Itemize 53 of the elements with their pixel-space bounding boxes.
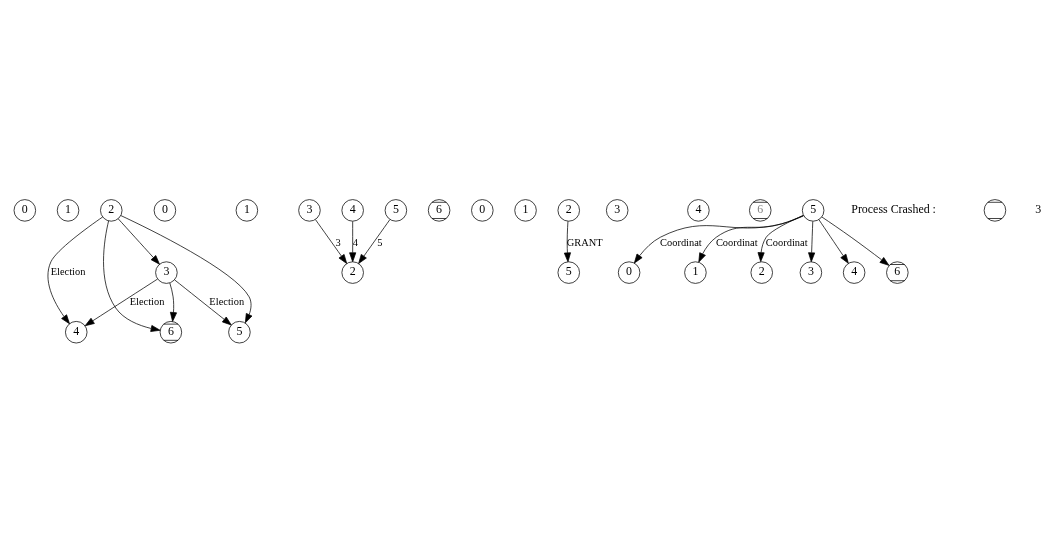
node-circle: 5	[801, 198, 825, 222]
node-circle: 2	[341, 260, 364, 284]
node-circle: 2	[100, 198, 123, 222]
node-circle: 4	[687, 198, 710, 222]
node-circle: 4	[842, 260, 866, 284]
arrow	[84, 278, 158, 326]
node-circle: 1	[684, 260, 707, 284]
node-circle: 0	[13, 198, 36, 222]
arrow	[808, 220, 816, 262]
node-circle: 3	[606, 198, 629, 222]
node-circle: 1	[514, 198, 537, 222]
arrow	[563, 220, 571, 262]
edge-label: Coordinat	[765, 236, 808, 248]
edge-label: Election	[129, 295, 165, 307]
label: 3	[1035, 201, 1042, 216]
arrow	[698, 214, 804, 262]
arrow	[174, 278, 232, 325]
edge-label: Election	[50, 265, 86, 277]
node-circle: 0	[153, 198, 177, 222]
edge-label: 4	[352, 236, 358, 248]
arrow	[633, 214, 804, 263]
node-circle: 3	[155, 260, 178, 284]
edge-label: 3	[335, 236, 341, 248]
node-circle: 5	[384, 198, 408, 222]
node-circle: 0	[617, 260, 641, 284]
node-circle: 2	[750, 260, 773, 284]
arrow	[358, 218, 391, 264]
edge-label: Coordinat	[660, 236, 702, 248]
edge-label: GRANT	[566, 236, 603, 248]
node-circle: 5	[557, 260, 580, 284]
legend-label: Process Crashed :	[851, 201, 936, 216]
edge-label: Election	[209, 295, 245, 307]
node-circle: 3	[298, 198, 321, 222]
node-circle: 5	[228, 320, 251, 343]
arrow	[120, 214, 253, 323]
arrow	[47, 216, 103, 324]
arrow	[818, 218, 849, 264]
arrow	[117, 217, 160, 265]
arrow	[757, 214, 804, 262]
arrow	[103, 220, 161, 332]
node-circle: 1	[235, 198, 259, 222]
arrow	[821, 216, 890, 266]
node-circle: 3	[799, 260, 823, 284]
edge-label: Coordinat	[715, 236, 758, 248]
edge-label: 5	[377, 236, 383, 248]
node-circle: 1	[56, 198, 80, 222]
node-circle: 0	[471, 198, 494, 222]
node-circle: 4	[341, 198, 364, 222]
arrow	[169, 282, 177, 322]
arrow	[315, 218, 348, 264]
node-circle: 2	[557, 198, 580, 222]
node-circle: 4	[65, 320, 88, 343]
arrow	[349, 220, 357, 262]
